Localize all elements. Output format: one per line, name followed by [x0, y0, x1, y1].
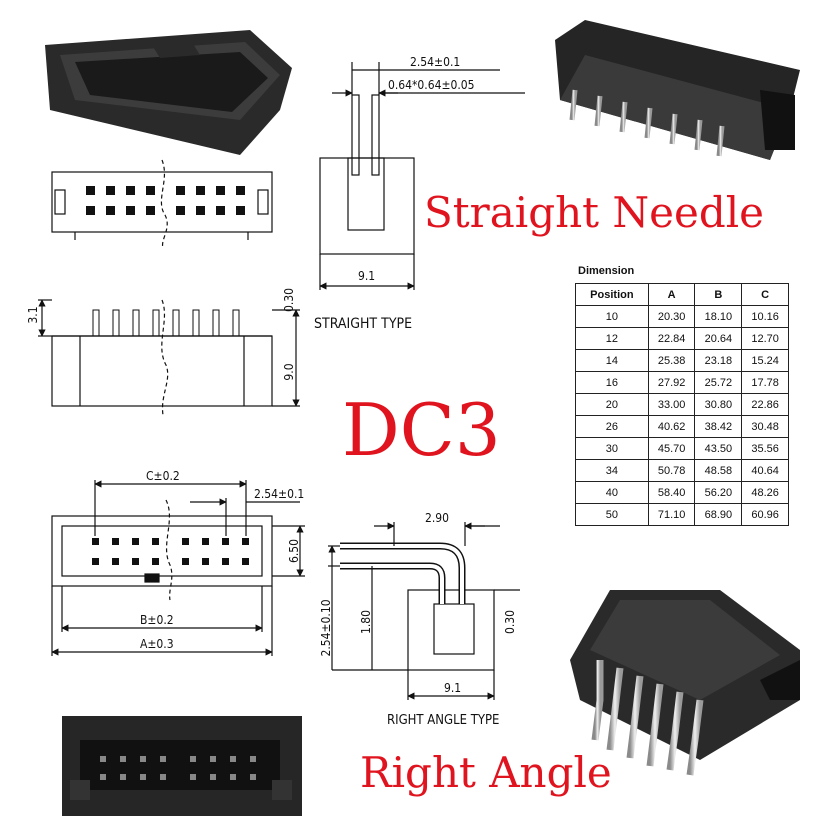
table-cell: 43.50	[694, 437, 743, 460]
table-cell: 58.40	[647, 481, 696, 504]
table-cell: 12	[575, 327, 649, 350]
dim-b: B±0.2	[140, 613, 174, 627]
table-cell: 71.10	[647, 503, 696, 526]
table-cell: 27.92	[647, 371, 696, 394]
table-cell: 10.16	[741, 305, 789, 328]
title-straight-needle: Straight Needle	[424, 188, 764, 237]
table-header-row: Position A B C	[575, 283, 789, 306]
table-cell: 34	[575, 459, 649, 482]
table-cell: 40	[575, 481, 649, 504]
table-cell: 15.24	[741, 349, 789, 372]
title-model: DC3	[342, 388, 501, 472]
dim-6-50: 6.50	[287, 539, 301, 563]
dim-9-1-right: 9.1	[444, 681, 461, 695]
table-cell: 50	[575, 503, 649, 526]
table-cell: 48.58	[694, 459, 743, 482]
drawing-top-view-right-angle	[51, 480, 305, 656]
table-cell: 40.64	[741, 459, 789, 482]
table-cell: 23.18	[694, 349, 743, 372]
table-cell: 10	[575, 305, 649, 328]
table-cell: 35.56	[741, 437, 789, 460]
table-cell: 48.26	[741, 481, 789, 504]
header-position: Position	[575, 283, 649, 306]
photo-straight-connector-top	[45, 30, 292, 155]
table-cell: 25.38	[647, 349, 696, 372]
header-c: C	[741, 283, 789, 306]
drawing-straight-type-profile	[319, 62, 525, 290]
table-cell: 30.48	[741, 415, 789, 438]
photo-right-angle-connector-top	[570, 590, 800, 776]
dimension-table-title: Dimension	[578, 265, 635, 277]
dim-c: C±0.2	[146, 469, 180, 483]
table-cell: 30	[575, 437, 649, 460]
table-cell: 68.90	[694, 503, 743, 526]
dim-pitch-b: 2.54±0.1	[254, 487, 304, 501]
dim-2-90: 2.90	[425, 511, 449, 525]
table-cell: 40.62	[647, 415, 696, 438]
dim-pitch: 2.54±0.1	[410, 55, 460, 69]
drawing-side-view-straight	[38, 299, 300, 416]
table-cell: 22.84	[647, 327, 696, 350]
table-cell: 18.10	[694, 305, 743, 328]
table-cell: 60.96	[741, 503, 789, 526]
table-cell: 20	[575, 393, 649, 416]
table-cell: 16	[575, 371, 649, 394]
table-cell: 20.30	[647, 305, 696, 328]
table-cell: 14	[575, 349, 649, 372]
dim-9-1-straight: 9.1	[358, 269, 375, 283]
table-cell: 30.80	[694, 393, 743, 416]
table-cell: 26	[575, 415, 649, 438]
dim-3-1: 3.1	[26, 306, 40, 323]
label-right-angle-type: RIGHT ANGLE TYPE	[387, 713, 499, 728]
photo-straight-connector-side	[555, 20, 800, 160]
table-cell: 33.00	[647, 393, 696, 416]
label-straight-type: STRAIGHT TYPE	[314, 316, 412, 332]
drawing-top-view-pins	[51, 159, 273, 249]
photo-right-angle-connector-front	[62, 676, 302, 816]
dim-0-30-b: 0.30	[503, 610, 517, 634]
table-cell: 20.64	[694, 327, 743, 350]
dim-0-30-a: 0.30	[282, 288, 296, 312]
dim-2-54-010: 2.54±0.10	[319, 599, 333, 656]
table-cell: 38.42	[694, 415, 743, 438]
table-cell: 25.72	[694, 371, 743, 394]
dim-pin-size: 0.64*0.64±0.05	[388, 78, 475, 92]
dim-a: A±0.3	[140, 637, 174, 651]
header-b: B	[694, 283, 743, 306]
table-cell: 45.70	[647, 437, 696, 460]
header-a: A	[647, 283, 696, 306]
table-cell: 12.70	[741, 327, 789, 350]
table-cell: 50.78	[647, 459, 696, 482]
drawing-right-angle-profile	[328, 522, 520, 700]
table-cell: 22.86	[741, 393, 789, 416]
dim-1-80: 1.80	[359, 610, 373, 634]
table-cell: 56.20	[694, 481, 743, 504]
dim-9-0: 9.0	[282, 363, 296, 380]
table-cell: 17.78	[741, 371, 789, 394]
title-right-angle: Right Angle	[360, 748, 612, 797]
